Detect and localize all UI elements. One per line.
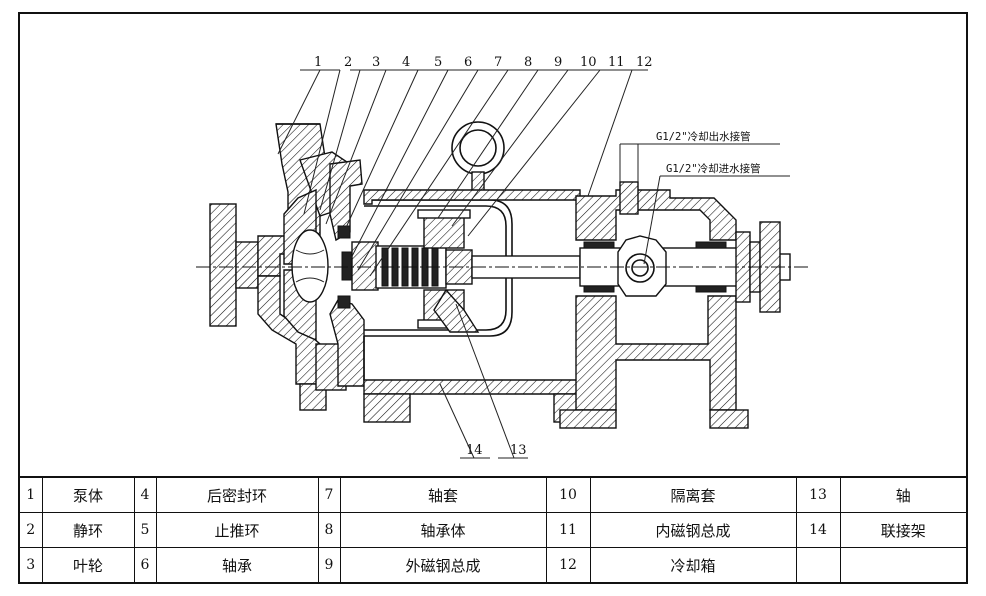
part-number: 6	[133, 547, 157, 582]
callout-9: 9	[554, 55, 562, 70]
table-row: 2 静环 5 止推环 8 轴承体 11 内磁钢总成 14 联接架	[20, 512, 966, 548]
part-number: 7	[317, 476, 341, 513]
callout-1: 1	[314, 55, 322, 70]
callout-12: 12	[636, 55, 653, 70]
callout-8: 8	[524, 55, 532, 70]
drawing-frame: G1/2"冷却出水接管 G1/2"冷却进水接管	[18, 12, 968, 584]
parts-list-table: 1 泵体 4 后密封环 7 轴套 10 隔离套 13 轴 2 静环 5 止推环 …	[20, 476, 966, 582]
lifting-eye	[451, 121, 505, 195]
part-number: 8	[317, 512, 341, 548]
callout-4: 4	[402, 55, 410, 70]
cooling-inlet-label: G1/2"冷却进水接管	[666, 162, 761, 175]
table-row: 3 叶轮 6 轴承 9 外磁钢总成 12 冷却箱	[20, 547, 966, 582]
connecting-frame	[363, 189, 601, 423]
part-number: 1	[20, 476, 43, 513]
rear-cover	[329, 159, 365, 387]
part-name: 静环	[41, 512, 135, 548]
part-number: 9	[317, 547, 341, 582]
part-name: 轴承	[155, 547, 319, 582]
part-name: 止推环	[155, 512, 319, 548]
part-name: 内磁钢总成	[589, 512, 797, 548]
part-number: 12	[545, 547, 591, 582]
callout-11: 11	[608, 55, 625, 70]
part-name: 冷却箱	[589, 547, 797, 582]
callout-14: 14	[466, 443, 483, 458]
part-number: 14	[795, 512, 841, 548]
cooling-connections: G1/2"冷却出水接管 G1/2"冷却进水接管	[619, 130, 790, 265]
part-name: 轴	[839, 476, 966, 513]
part-number: 3	[20, 547, 43, 582]
part-number: 10	[545, 476, 591, 513]
part-name: 泵体	[41, 476, 135, 513]
part-name: 轴套	[339, 476, 547, 513]
callout-7: 7	[494, 55, 502, 70]
callout-numbers: 1 2 3 4 5 6 7 8 9 10 11 12 13 14	[314, 55, 653, 458]
callout-13: 13	[510, 443, 527, 458]
callout-6: 6	[464, 55, 472, 70]
part-number: 4	[133, 476, 157, 513]
part-number: 5	[133, 512, 157, 548]
pump-cross-section-drawing: G1/2"冷却出水接管 G1/2"冷却进水接管	[196, 55, 810, 459]
part-number: 11	[545, 512, 591, 548]
impeller	[283, 188, 329, 342]
part-number: 2	[20, 512, 43, 548]
part-name: 轴承体	[339, 512, 547, 548]
part-name: 后密封环	[155, 476, 319, 513]
callout-10: 10	[580, 55, 597, 70]
callout-leaders	[277, 69, 648, 459]
cooling-outlet-label: G1/2"冷却出水接管	[656, 130, 751, 143]
part-name: 隔离套	[589, 476, 797, 513]
table-row: 1 泵体 4 后密封环 7 轴套 10 隔离套 13 轴	[20, 476, 966, 513]
part-name: 叶轮	[41, 547, 135, 582]
part-name	[839, 547, 966, 582]
part-number	[795, 547, 841, 582]
callout-5: 5	[434, 55, 442, 70]
callout-3: 3	[372, 55, 380, 70]
part-name: 联接架	[839, 512, 966, 548]
part-name: 外磁钢总成	[339, 547, 547, 582]
part-number: 13	[795, 476, 841, 513]
callout-2: 2	[344, 55, 352, 70]
cooling-box	[559, 181, 749, 429]
